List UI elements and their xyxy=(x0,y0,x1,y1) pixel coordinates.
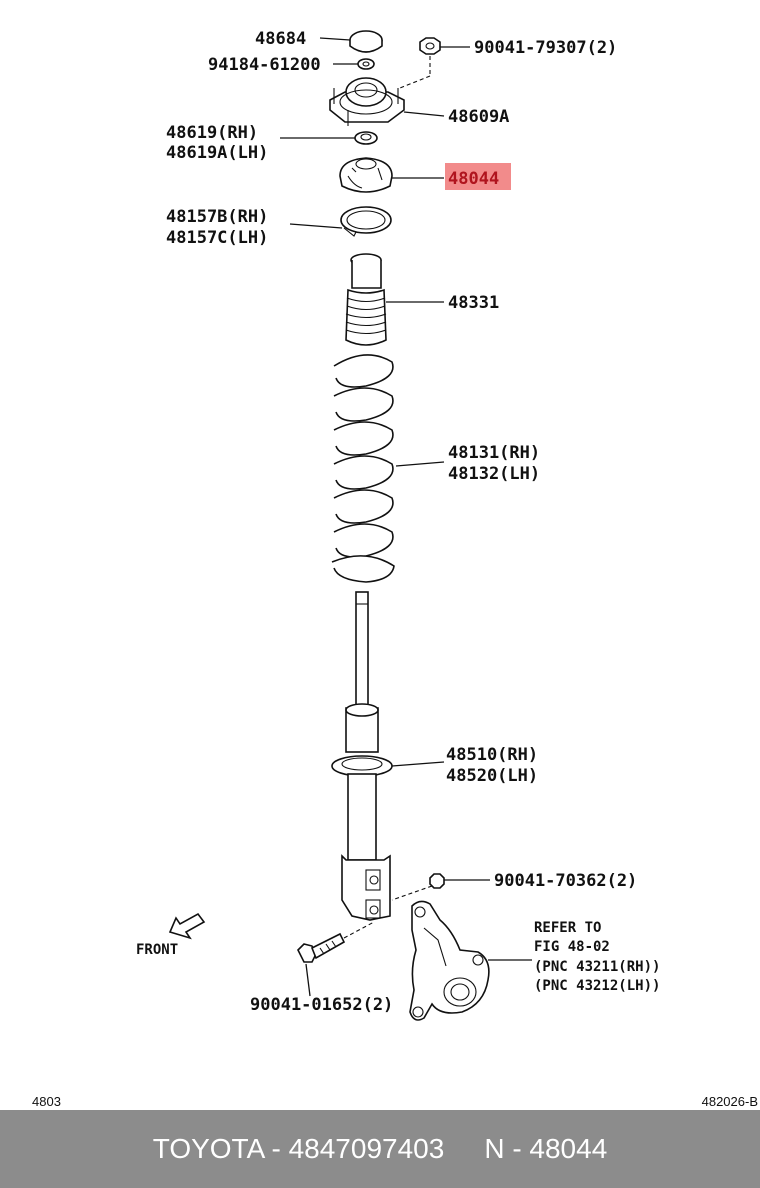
nut-90041-79307 xyxy=(419,37,441,55)
spring-seat-48044 xyxy=(339,157,393,193)
footer-bar: TOYOTA - 4847097403 N - 48044 xyxy=(0,1110,760,1188)
illustration-code: 482026-B xyxy=(702,1094,758,1109)
label-90041-01652: 90041-01652(2) xyxy=(250,995,393,1015)
label-48331: 48331 xyxy=(448,293,499,313)
nut-90041-70362 xyxy=(429,873,445,889)
figure-code: 4803 xyxy=(32,1094,61,1109)
label-48619-rh: 48619(RH) xyxy=(166,123,258,143)
shock-absorber-48510 xyxy=(331,591,393,921)
coil-spring-48131 xyxy=(331,354,395,583)
label-front: FRONT xyxy=(136,942,178,958)
upper-mount-48609A xyxy=(329,77,405,126)
bearing-48619 xyxy=(354,131,378,145)
nut-94184-61200 xyxy=(357,58,375,70)
label-48510-rh: 48510(RH) xyxy=(446,745,538,765)
bolt-90041-01652 xyxy=(297,932,346,963)
footer-pnc: N - 48044 xyxy=(484,1133,608,1164)
bump-stopper-48331 xyxy=(345,253,387,346)
spring-insulator-48157 xyxy=(340,206,392,237)
label-48157B-rh: 48157B(RH) xyxy=(166,207,268,227)
label-94184-61200: 94184-61200 xyxy=(208,55,321,75)
highlight-box-48044 xyxy=(445,163,511,190)
label-90041-79307: 90041-79307(2) xyxy=(474,38,617,58)
label-48044: 48044 xyxy=(448,169,499,189)
label-48619A-lh: 48619A(LH) xyxy=(166,143,268,163)
front-arrow-icon xyxy=(168,912,206,940)
label-48684: 48684 xyxy=(255,29,306,49)
label-48609A: 48609A xyxy=(448,107,509,127)
steering-knuckle xyxy=(409,900,490,1021)
refer-line-1: REFER TO xyxy=(534,920,601,936)
dust-cap-48684 xyxy=(349,30,383,53)
label-48520-lh: 48520(LH) xyxy=(446,766,538,786)
label-48131-rh: 48131(RH) xyxy=(448,443,540,463)
label-48132-lh: 48132(LH) xyxy=(448,464,540,484)
footer-part-info: TOYOTA - 4847097403 xyxy=(152,1133,445,1164)
label-90041-70362: 90041-70362(2) xyxy=(494,871,637,891)
refer-line-2: FIG 48-02 xyxy=(534,939,610,955)
refer-line-3: (PNC 43211(RH)) xyxy=(534,959,660,975)
refer-line-4: (PNC 43212(LH)) xyxy=(534,978,660,994)
label-48157C-lh: 48157C(LH) xyxy=(166,228,268,248)
strut-assembly-diagram: 48684 94184-61200 90041-79307(2) 48609A … xyxy=(32,29,758,1109)
